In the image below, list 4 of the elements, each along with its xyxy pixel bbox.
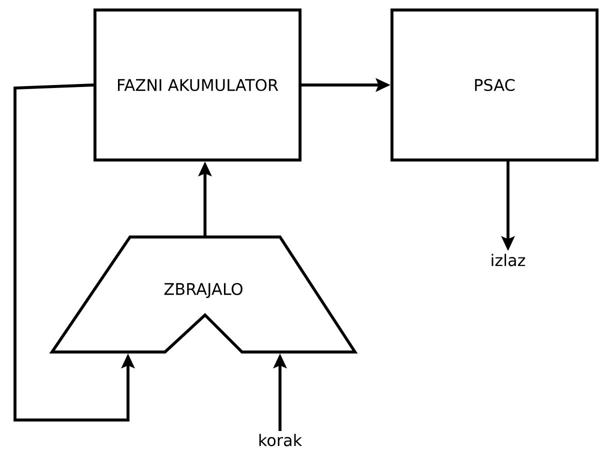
output-label: izlaz: [492, 254, 526, 266]
process-box: FAZNI AKUMULATOR: [94, 8, 302, 162]
input-label: korak: [259, 434, 302, 446]
process-box: PSAC: [390, 8, 599, 162]
